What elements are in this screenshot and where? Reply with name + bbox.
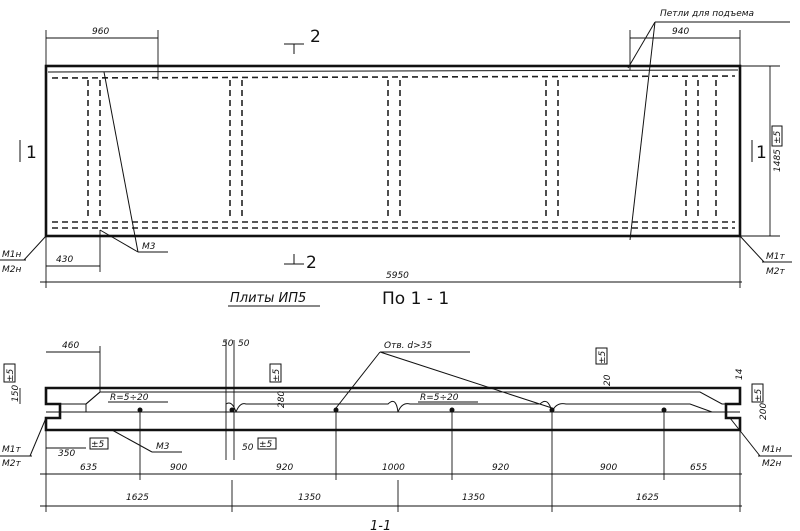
plan-mark-m2t: M2т <box>766 267 785 277</box>
dim-50-c: 50 <box>242 443 254 453</box>
m3-leader-1 <box>103 71 139 253</box>
tol-low: ±5 <box>259 440 273 450</box>
bottom-dim-4: 1000 <box>382 463 405 473</box>
tol-left: ±5 <box>6 368 16 382</box>
section-1-left: 1 <box>26 143 37 163</box>
radius-left: R=5÷20 <box>110 393 149 403</box>
radius-mid: R=5÷20 <box>420 393 459 403</box>
tol-box-width <box>771 125 783 147</box>
hole-leader-2 <box>379 351 553 409</box>
bottom-dim-5: 920 <box>492 463 509 473</box>
tol-width: ±5 <box>773 130 783 144</box>
hole-note: Отв. d>35 <box>384 341 432 351</box>
slab-outline <box>44 64 742 238</box>
section-top-contour <box>60 391 726 405</box>
tol-bottom: ±5 <box>91 440 105 450</box>
tol-box-left <box>3 363 16 383</box>
plan-mark-m1n: M1н <box>2 250 21 260</box>
dim-430: 430 <box>56 255 73 265</box>
section-1-right: 1 <box>756 143 767 163</box>
section-outline <box>44 386 742 432</box>
lower-dim-3: 1350 <box>462 493 485 503</box>
dim-960: 960 <box>92 27 109 37</box>
section-mark-m3: M3 <box>156 442 170 452</box>
tol-top: ±5 <box>598 350 608 364</box>
tol-box-low <box>257 437 277 450</box>
tol-mid: ±5 <box>272 368 282 382</box>
dim-50-b: 50 <box>238 339 250 349</box>
dim-940: 940 <box>672 27 689 37</box>
dim-14: 14 <box>735 368 745 380</box>
section-view: Отв. d>35 R=5÷20 R=5÷20 460 50 50 50 ±5 … <box>0 339 792 531</box>
tol-box-top <box>595 347 608 365</box>
dim-280: 280 <box>277 391 287 408</box>
section-title: 1-1 <box>370 519 391 531</box>
sec-m1t-leader <box>29 417 47 457</box>
m1n-leader <box>23 235 47 261</box>
dim-5950: 5950 <box>386 271 409 281</box>
sec-m1n-leader <box>729 417 761 457</box>
m3-leader-2 <box>99 229 139 253</box>
lower-dim-4: 1625 <box>636 493 659 503</box>
tol-box-right <box>751 383 764 403</box>
bottom-dim-7: 655 <box>690 463 707 473</box>
dim-200: 200 <box>759 403 769 420</box>
sec-m3-leader <box>111 429 153 453</box>
plan-mark-m1t: M1т <box>766 252 785 262</box>
tol-box-bottom <box>89 437 109 450</box>
holes <box>137 407 667 413</box>
dim-chain-2-ticks <box>231 480 553 512</box>
section-2-bottom: 2 <box>306 253 317 273</box>
slab-top-edge <box>47 69 739 73</box>
dim-460: 460 <box>62 341 79 351</box>
tol-box-mid <box>269 363 282 383</box>
section-mark-m1n: M1н <box>762 445 781 455</box>
dim-chain-1-ticks <box>45 412 741 512</box>
dim-20: 20 <box>603 374 613 386</box>
m1t-leader <box>739 235 765 263</box>
void-4 <box>551 403 713 413</box>
bottom-dim-6: 900 <box>600 463 617 473</box>
void-ribs <box>87 80 717 220</box>
bottom-dim-2: 900 <box>170 463 187 473</box>
section-mark-m2t: M2т <box>2 459 21 469</box>
bottom-dim-1: 635 <box>80 463 97 473</box>
loop-leader-1 <box>627 21 656 69</box>
plan-title: Плиты ИП5 <box>230 291 306 306</box>
section-2-top: 2 <box>310 27 321 47</box>
dim-150: 150 <box>11 385 21 402</box>
view-title: По 1 - 1 <box>382 289 449 309</box>
void-3 <box>397 400 553 413</box>
dim-350: 350 <box>58 449 75 459</box>
section-mark-m2n: M2н <box>762 459 781 469</box>
lower-dim-2: 1350 <box>298 493 321 503</box>
tol-right: ±5 <box>754 388 764 402</box>
bottom-dim-3: 920 <box>276 463 293 473</box>
plan-mark-m2n: M2н <box>2 265 21 275</box>
loop-leader-2 <box>629 21 656 241</box>
void-2 <box>235 400 399 413</box>
section-mark-m1t: M1т <box>2 445 21 455</box>
plan-mark-m3: M3 <box>142 242 156 252</box>
loops-note: Петли для подъема <box>660 9 754 19</box>
lower-dim-1: 1625 <box>126 493 149 503</box>
dim-1485: 1485 <box>773 149 783 172</box>
dim-50-a: 50 <box>222 339 234 349</box>
slab-inner-dashed-top <box>51 75 736 79</box>
hole-leader-1 <box>335 351 381 409</box>
plan-view: Петли для подъема 960 940 2 2 1 1 1485 ±… <box>0 9 792 309</box>
